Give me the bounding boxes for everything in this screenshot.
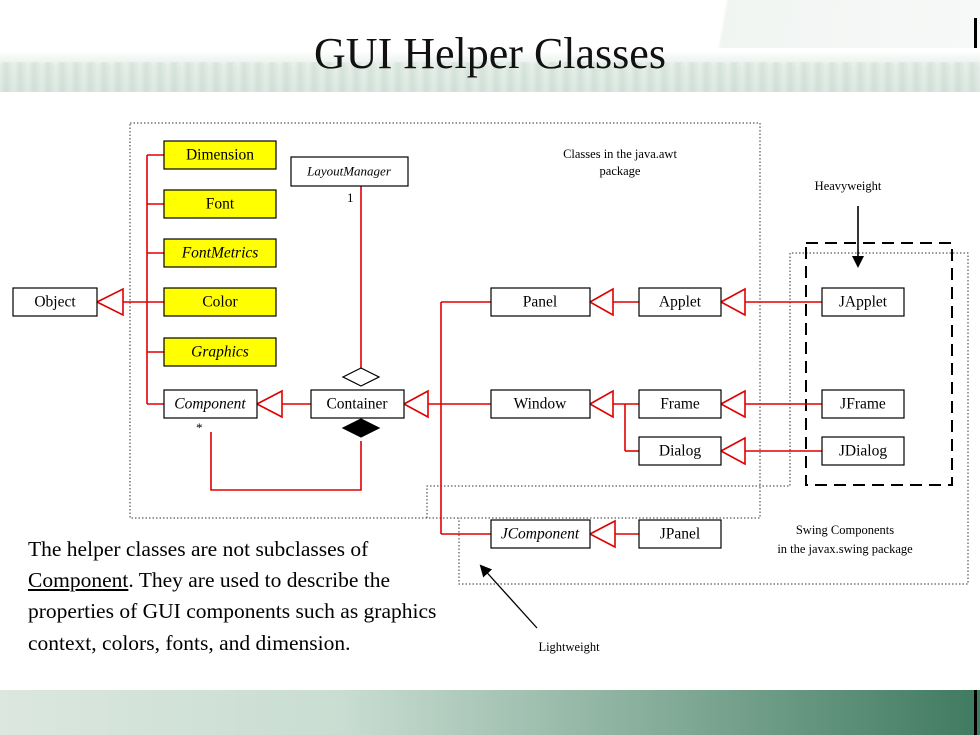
class-japplet-box bbox=[821, 287, 905, 317]
awt-package-boundary bbox=[129, 122, 761, 519]
class-component-label: Component bbox=[174, 396, 246, 413]
slide-title: GUI Helper Classes bbox=[314, 29, 666, 78]
class-layoutmanager-label: LayoutManager bbox=[306, 164, 392, 179]
class-dialog-box bbox=[638, 436, 722, 466]
class-container-label: Container bbox=[326, 396, 388, 413]
class-jpanel-label: JPanel bbox=[660, 526, 700, 543]
class-color-box bbox=[163, 287, 277, 317]
class-layoutmanager-box bbox=[290, 156, 409, 187]
class-component-box bbox=[163, 389, 258, 419]
class-font-label: Font bbox=[206, 196, 235, 213]
lightweight-label: Lightweight bbox=[538, 640, 600, 654]
title-accent-bar bbox=[974, 18, 977, 48]
footer-band bbox=[0, 690, 980, 735]
class-frame-box bbox=[638, 389, 722, 419]
class-dimension-box bbox=[163, 140, 277, 170]
class-window-box bbox=[490, 389, 591, 419]
class-jcomponent-box bbox=[490, 519, 591, 549]
class-color-label: Color bbox=[202, 294, 238, 311]
awt-package-label-line2: package bbox=[600, 164, 641, 178]
aggregation-diamond bbox=[341, 367, 381, 387]
class-panel-box bbox=[490, 287, 591, 317]
class-japplet-label: JApplet bbox=[839, 294, 888, 311]
heavyweight-group-boundary bbox=[805, 242, 953, 486]
footer-accent-bar bbox=[974, 690, 977, 735]
class-jdialog-box bbox=[821, 436, 905, 466]
class-applet-label: Applet bbox=[659, 294, 702, 311]
lightweight-arrow bbox=[479, 564, 538, 629]
class-container-box bbox=[310, 389, 405, 419]
inheritance-arrowheads bbox=[95, 287, 746, 549]
caption-before: The helper classes are not subclasses of bbox=[28, 537, 369, 561]
title-decoration bbox=[690, 0, 980, 48]
class-dialog-label: Dialog bbox=[659, 443, 701, 460]
multiplicity-many: * bbox=[196, 420, 203, 435]
heavyweight-label: Heavyweight bbox=[815, 179, 882, 193]
caption-component-link: Component bbox=[28, 568, 129, 593]
caption-text: The helper classes are not subclasses of… bbox=[28, 534, 458, 659]
class-object-box bbox=[12, 287, 98, 317]
class-jframe-box bbox=[821, 389, 905, 419]
class-jcomponent-label: JComponent bbox=[501, 526, 580, 543]
class-font-box bbox=[163, 189, 277, 219]
class-jdialog-label: JDialog bbox=[839, 443, 887, 460]
swing-package-boundary bbox=[426, 252, 969, 585]
class-panel-label: Panel bbox=[523, 294, 557, 311]
caption-after: . They are used to describe the properti… bbox=[28, 568, 437, 655]
class-applet-box bbox=[638, 287, 722, 317]
class-dimension-label: Dimension bbox=[186, 147, 254, 164]
relationship-lines bbox=[123, 154, 822, 535]
class-window-label: Window bbox=[514, 396, 568, 413]
class-fontmetrics-box bbox=[163, 238, 277, 268]
class-graphics-label: Graphics bbox=[191, 344, 249, 361]
class-frame-label: Frame bbox=[660, 396, 700, 413]
class-object-label: Object bbox=[34, 294, 76, 311]
class-fontmetrics-label: FontMetrics bbox=[181, 245, 259, 262]
awt-package-label-line1: Classes in the java.awt bbox=[563, 147, 677, 161]
class-jpanel-box bbox=[638, 519, 722, 549]
swing-package-label-line1: Swing Components bbox=[796, 523, 894, 537]
multiplicity-one: 1 bbox=[347, 190, 354, 205]
swing-package-label-line2: in the javax.swing package bbox=[777, 542, 913, 556]
class-jframe-label: JFrame bbox=[840, 396, 886, 413]
class-graphics-box bbox=[163, 337, 277, 367]
composition-diamond bbox=[341, 418, 381, 438]
